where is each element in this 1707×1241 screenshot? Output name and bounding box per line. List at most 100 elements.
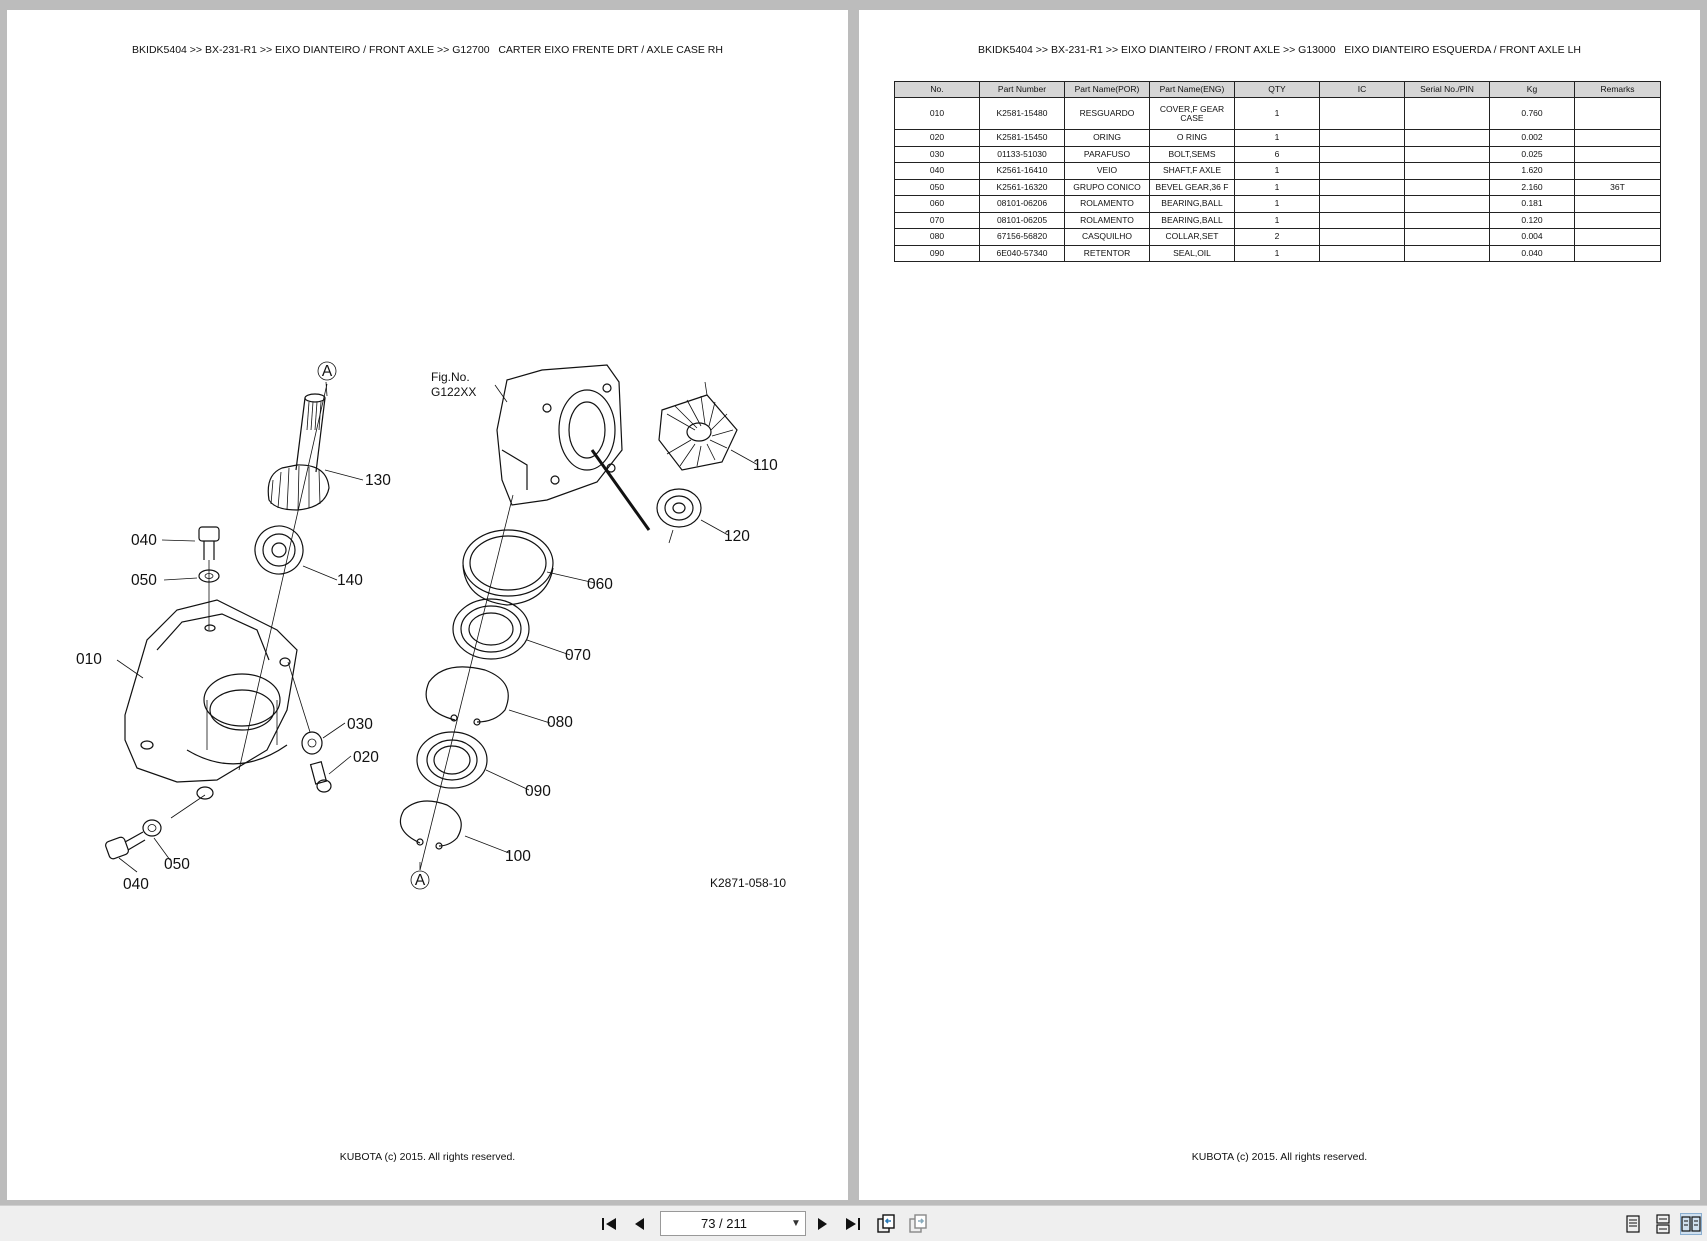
cell-part-name-eng: COLLAR,SET (1149, 228, 1235, 246)
cell-part-name-por: ORING (1064, 129, 1150, 147)
page-indicator: 73 / 211 (700, 1216, 748, 1231)
previous-view-button[interactable] (875, 1213, 897, 1235)
bearing-070-drawing (452, 598, 530, 660)
cell-kg: 0.120 (1489, 211, 1575, 229)
cell-part-name-eng: BEARING,BALL (1149, 195, 1235, 213)
next-view-icon (909, 1214, 927, 1233)
next-page-button[interactable] (811, 1213, 833, 1235)
callout-140: 140 (337, 572, 363, 589)
right-footer: KUBOTA (c) 2015. All rights reserved. (1191, 1151, 1368, 1163)
table-row: 050 K2561-16320 GRUPO CONICO BEVEL GEAR,… (894, 178, 1661, 196)
cell-kg: 0.004 (1489, 228, 1575, 246)
cell-remarks (1574, 244, 1661, 262)
cell-kg: 0.025 (1489, 145, 1575, 163)
ref-a-bottom-circle (410, 870, 430, 890)
cell-kg: 0.760 (1489, 97, 1575, 130)
next-view-button[interactable] (907, 1213, 929, 1235)
facing-pages-view-button[interactable] (1680, 1213, 1702, 1235)
continuous-view-button[interactable] (1652, 1213, 1674, 1235)
col-header-qty: QTY (1234, 81, 1320, 98)
cell-ic (1319, 178, 1405, 196)
cell-remarks (1574, 162, 1661, 180)
chevron-down-icon[interactable]: ▼ (791, 1218, 801, 1229)
cell-kg: 0.181 (1489, 195, 1575, 213)
cell-part-name-por: PARAFUSO (1064, 145, 1150, 163)
cell-part-name-por: ROLAMENTO (1064, 211, 1150, 229)
cell-part-number: K2561-16410 (979, 162, 1065, 180)
cell-no: 060 (894, 195, 980, 213)
exploded-diagram: A A 130 040 050 140 010 030 020 050 040 … (76, 361, 786, 893)
front-axle-case-drawing (496, 364, 651, 531)
cell-kg: 1.620 (1489, 162, 1575, 180)
parts-table: No. Part Number Part Name(POR) Part Name… (894, 81, 1661, 262)
cell-serial (1404, 145, 1490, 163)
callout-080: 080 (547, 714, 573, 731)
cell-part-name-eng: O RING (1149, 129, 1235, 147)
first-page-button[interactable] (598, 1213, 620, 1235)
cell-ic (1319, 228, 1405, 246)
cell-part-name-eng: COVER,F GEAR CASE (1149, 97, 1235, 130)
cell-ic (1319, 195, 1405, 213)
cell-remarks: 36T (1574, 178, 1661, 196)
callout-040-top: 040 (131, 532, 157, 549)
cell-part-name-eng: SHAFT,F AXLE (1149, 162, 1235, 180)
last-page-icon (846, 1218, 860, 1230)
col-header-kg: Kg (1489, 81, 1575, 98)
cell-part-name-por: GRUPO CONICO (1064, 178, 1150, 196)
table-row: 040 K2561-16410 VEIO SHAFT,F AXLE 1 1.62… (894, 162, 1661, 180)
single-page-view-icon (1626, 1215, 1640, 1233)
cell-serial (1404, 228, 1490, 246)
callout-070: 070 (565, 647, 591, 664)
right-page: BKIDK5404 >> BX-231-R1 >> EIXO DIANTEIRO… (859, 10, 1700, 1200)
table-row: 010 K2581-15480 RESGUARDO COVER,F GEAR C… (894, 97, 1661, 130)
cell-remarks (1574, 145, 1661, 163)
cell-serial (1404, 195, 1490, 213)
bearing-140-drawing (254, 525, 304, 575)
ref-a-top: A (322, 363, 333, 380)
cell-ic (1319, 244, 1405, 262)
right-breadcrumb: BKIDK5404 >> BX-231-R1 >> EIXO DIANTEIRO… (977, 44, 1581, 56)
cell-ic (1319, 211, 1405, 229)
cell-no: 020 (894, 129, 980, 147)
cell-kg: 2.160 (1489, 178, 1575, 196)
cell-part-name-eng: BOLT,SEMS (1149, 145, 1235, 163)
cell-qty: 1 (1234, 244, 1320, 262)
table-row: 080 67156-56820 CASQUILHO COLLAR,SET 2 0… (894, 228, 1661, 246)
cell-serial (1404, 162, 1490, 180)
cell-qty: 1 (1234, 162, 1320, 180)
previous-view-icon (877, 1214, 895, 1233)
cell-qty: 2 (1234, 228, 1320, 246)
callout-050-bottom: 050 (164, 856, 190, 873)
ref-a-bottom: A (415, 872, 426, 889)
continuous-view-icon (1656, 1214, 1670, 1234)
cell-qty: 1 (1234, 178, 1320, 196)
cell-remarks (1574, 211, 1661, 229)
bearing-120-drawing (656, 488, 702, 544)
cell-part-number: 01133-51030 (979, 145, 1065, 163)
callout-120: 120 (724, 528, 750, 545)
single-page-view-button[interactable] (1622, 1213, 1644, 1235)
cell-part-name-por: RETENTOR (1064, 244, 1150, 262)
callout-050-top: 050 (131, 572, 157, 589)
shaft-130-drawing (267, 393, 330, 511)
last-page-button[interactable] (842, 1213, 864, 1235)
page-number-field[interactable]: 73 / 211 ▼ (660, 1211, 806, 1236)
cell-serial (1404, 178, 1490, 196)
callout-010: 010 (76, 651, 102, 668)
cell-serial (1404, 244, 1490, 262)
fig-no-label: Fig.No. (431, 370, 470, 384)
axle-case-010-drawing (124, 599, 298, 800)
parts-table-header-row: No. Part Number Part Name(POR) Part Name… (894, 81, 1661, 98)
cell-part-name-por: RESGUARDO (1064, 97, 1150, 130)
cell-part-name-eng: BEARING,BALL (1149, 211, 1235, 229)
viewer-toolbar: 73 / 211 ▼ (0, 1205, 1707, 1241)
first-page-icon (602, 1218, 616, 1230)
cell-remarks (1574, 129, 1661, 147)
previous-page-button[interactable] (629, 1213, 651, 1235)
col-header-remarks: Remarks (1574, 81, 1661, 98)
cell-kg: 0.002 (1489, 129, 1575, 147)
cell-no: 090 (894, 244, 980, 262)
fig-no-code: G122XX (431, 385, 476, 399)
callout-130: 130 (365, 472, 391, 489)
washer-bolt-020-030-drawing (301, 731, 332, 793)
